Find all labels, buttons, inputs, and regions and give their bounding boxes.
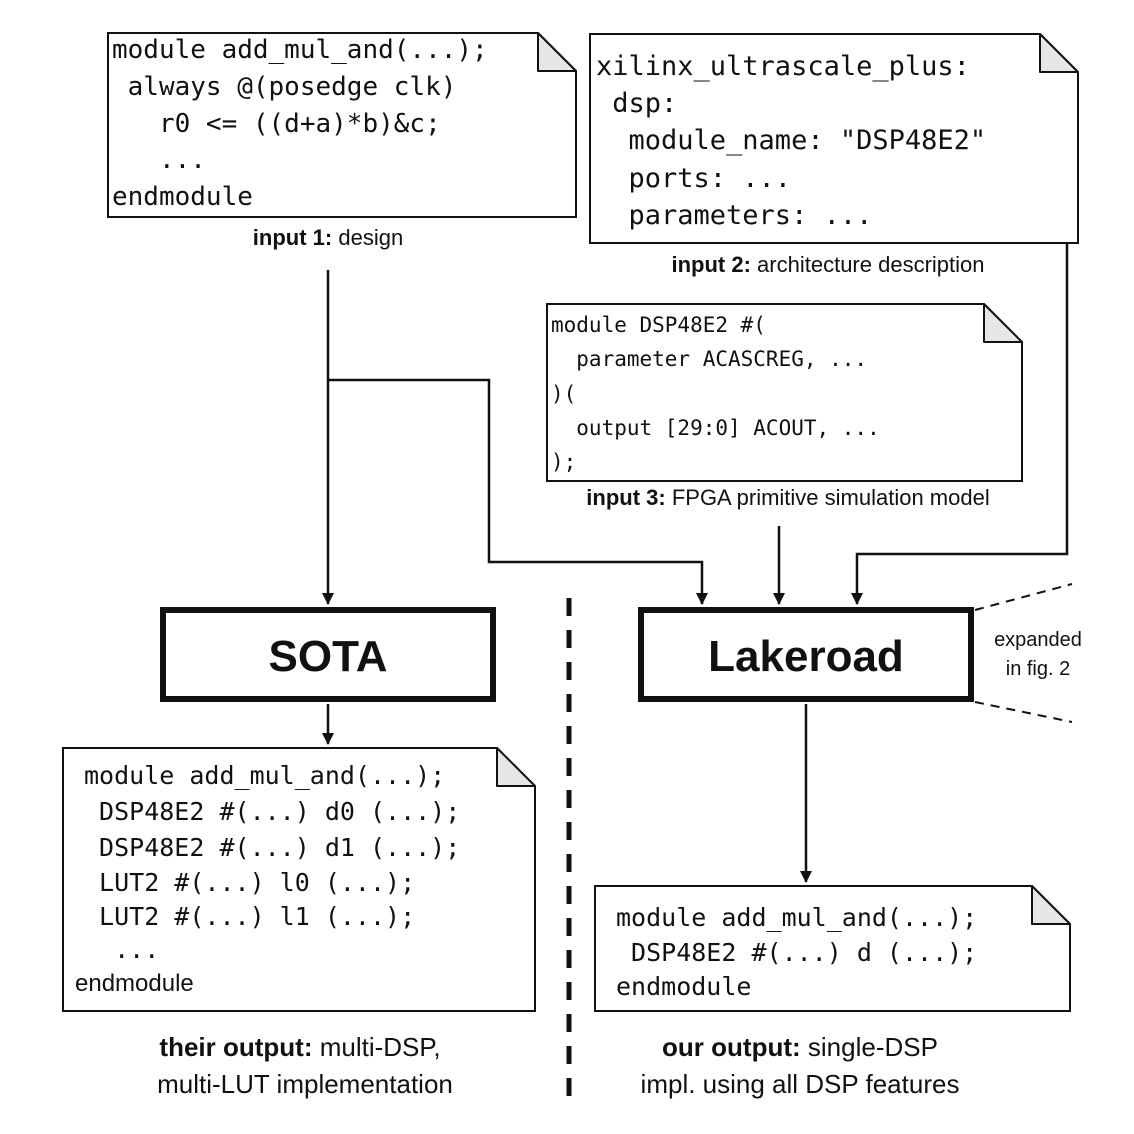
design-input-note: module add_mul_and(...); always @(posedg… xyxy=(0,0,597,218)
svg-text:module DSP48E2 #( para: module DSP48E2 #( parameter ACASCREG, ..… xyxy=(0,0,968,474)
their-output-note-shape xyxy=(62,747,536,1012)
connectors xyxy=(322,243,1069,883)
sota-box: SOTA xyxy=(160,607,496,702)
our-code-line: DSP48E2 #(...) d (...); xyxy=(616,938,977,967)
model-caption: input 3: FPGA primitive simulation model xyxy=(586,485,989,510)
arch-code-line: xilinx_ultrascale_plus: xyxy=(596,51,970,82)
design-code-line: ... xyxy=(112,145,206,175)
arch-code-line: parameters: ... xyxy=(596,200,872,231)
model-code-line: parameter ACASCREG, ... xyxy=(551,347,867,371)
design-code-line: always @(posedge clk) xyxy=(112,72,456,102)
model-code-line: output [29:0] ACOUT, ... xyxy=(551,416,880,440)
design-note-shape xyxy=(107,32,577,218)
arch-code-line: dsp: xyxy=(596,88,677,119)
design-caption: input 1: design xyxy=(253,225,403,250)
their-code-line: ... xyxy=(84,935,159,964)
arch-note-shape xyxy=(589,33,1079,244)
their-output-caption-line2: multi-LUT implementation xyxy=(157,1069,453,1099)
arch-input-note: xilinx_ultrascale_plus: dsp: module_name… xyxy=(0,0,1100,244)
model-note-fold xyxy=(983,303,1023,343)
lakeroad-label: Lakeroad xyxy=(708,632,904,681)
model-code-line: )( xyxy=(551,382,576,406)
their-code-line: LUT2 #(...) l1 (...); xyxy=(84,902,415,931)
expanded-note-line1: expanded xyxy=(994,629,1082,651)
svg-text:module add_mul_and(...);: module add_mul_and(...); DSP48E2 #(...) … xyxy=(0,0,566,964)
their-output-note: module add_mul_and(...); DSP48E2 #(...) … xyxy=(0,0,566,1012)
design-code-line: r0 <= ((d+a)*b)&c; xyxy=(112,109,441,139)
design-to-lakeroad-arrow xyxy=(328,378,708,605)
model-input-note: module DSP48E2 #( parameter ACASCREG, ..… xyxy=(0,0,1023,482)
our-code-line: module add_mul_and(...); xyxy=(616,903,977,932)
design-note-fold xyxy=(537,32,577,72)
design-code-line: module add_mul_and(...); xyxy=(112,35,488,65)
their-output-caption: their output: multi-DSP, xyxy=(159,1032,440,1062)
our-output-caption-line2: impl. using all DSP features xyxy=(641,1069,960,1099)
model-code-line: module DSP48E2 #( xyxy=(551,313,766,337)
expansion-lines xyxy=(974,583,1073,723)
model-note-shape xyxy=(546,303,1023,482)
sota-label: SOTA xyxy=(269,632,388,681)
model-code-line: ); xyxy=(551,450,576,474)
arch-note-fold xyxy=(1039,33,1079,73)
svg-text:module add_mul_and(...);: module add_mul_and(...); always @(posedg… xyxy=(0,0,597,212)
their-code-line: LUT2 #(...) l0 (...); xyxy=(84,868,415,897)
expanded-note-line2: in fig. 2 xyxy=(1006,658,1070,680)
their-code-line: module add_mul_and(...); xyxy=(84,761,445,790)
lakeroad-box: Lakeroad xyxy=(638,607,974,702)
our-code-line: endmodule xyxy=(616,972,751,1001)
their-code-line: DSP48E2 #(...) d1 (...); xyxy=(84,833,460,862)
design-code-line: endmodule xyxy=(112,182,253,212)
arch-caption: input 2: architecture description xyxy=(672,252,985,277)
their-output-note-fold xyxy=(496,747,536,787)
our-output-note: module add_mul_and(...); DSP48E2 #(...) … xyxy=(594,885,1071,1012)
svg-text:module add_mul_and(...);: module add_mul_and(...); DSP48E2 #(...) … xyxy=(616,903,977,1001)
arch-to-lakeroad-arrow xyxy=(851,243,1069,605)
their-code-line: endmodule xyxy=(75,970,194,997)
our-output-caption: our output: single-DSP xyxy=(662,1032,938,1062)
our-output-note-shape xyxy=(594,885,1071,1012)
svg-text:xilinx_ultrascale_plus:: xilinx_ultrascale_plus: dsp: module_name… xyxy=(0,0,1100,231)
arch-code-line: module_name: "DSP48E2" xyxy=(596,125,986,156)
arch-code-line: ports: ... xyxy=(596,163,791,194)
our-output-note-fold xyxy=(1031,885,1071,925)
their-code-line: DSP48E2 #(...) d0 (...); xyxy=(84,797,460,826)
